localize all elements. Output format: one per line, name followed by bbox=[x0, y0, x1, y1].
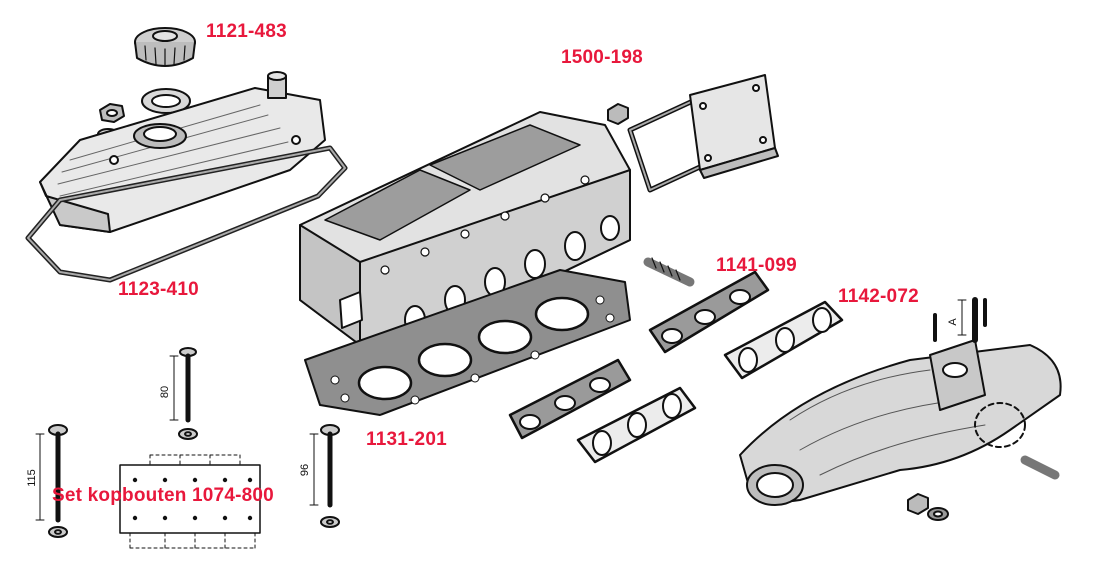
cap-seal-ring bbox=[141, 88, 191, 114]
label-plate: 1500-198 bbox=[561, 47, 643, 68]
oil-filler-cap bbox=[134, 27, 196, 67]
exhaust-gasket-lower bbox=[508, 358, 632, 440]
manifold-nut bbox=[907, 493, 949, 521]
cylinder-head bbox=[299, 111, 631, 351]
label-head-gasket: 1131-201 bbox=[366, 429, 447, 450]
head-bolt-short bbox=[169, 347, 198, 440]
dim-long-bolt: 115 bbox=[26, 469, 38, 487]
label-rocker-gasket: 1123-410 bbox=[118, 279, 199, 300]
manifold bbox=[739, 298, 1062, 506]
dim-mid-bolt: 96 bbox=[299, 464, 311, 476]
label-oil-cap: 1121-483 bbox=[206, 21, 287, 42]
inlet-gasket-upper bbox=[723, 300, 844, 380]
dim-stud: A bbox=[947, 318, 959, 326]
exhaust-gasket-upper bbox=[648, 270, 770, 354]
label-exhaust-gasket: 1141-099 bbox=[716, 255, 797, 276]
head-gasket bbox=[304, 269, 631, 416]
manifold-stud-right bbox=[1020, 455, 1060, 480]
dim-short-bolt: 80 bbox=[159, 386, 171, 398]
label-bolt-set: Set kopbouten 1074-800 bbox=[52, 485, 274, 506]
inlet-gasket-lower bbox=[576, 386, 697, 464]
manifold-stud bbox=[643, 257, 695, 287]
rocker-cover bbox=[39, 71, 326, 233]
stud-dimension bbox=[957, 297, 978, 343]
head-bolt-long bbox=[35, 424, 68, 538]
rocker-cover-gasket bbox=[25, 145, 348, 283]
head-bolt-mid bbox=[309, 424, 340, 528]
plate-nut bbox=[607, 103, 629, 125]
bolt-pattern-diagram bbox=[119, 454, 261, 549]
label-inlet-gasket: 1142-072 bbox=[838, 286, 919, 307]
side-cover-plate bbox=[689, 74, 779, 179]
